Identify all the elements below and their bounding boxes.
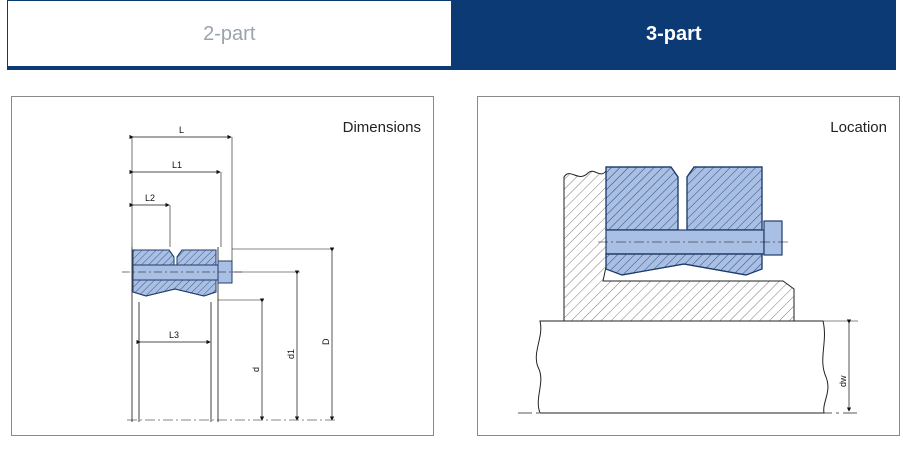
label-d: d <box>251 367 261 372</box>
tab-underline <box>7 66 896 70</box>
dimensions-panel: Dimensions <box>11 96 434 436</box>
part-type-tabs: 2-part 3-part <box>7 0 896 68</box>
locking-assembly <box>605 166 783 276</box>
label-dw: dw <box>838 375 848 387</box>
horizontal-dimensions <box>129 134 232 345</box>
label-d1: d1 <box>286 349 296 359</box>
dimensions-title: Dimensions <box>342 119 421 136</box>
tab-3-part[interactable]: 3-part <box>451 0 896 68</box>
vertical-dimensions <box>259 247 335 421</box>
location-panel: Location <box>477 96 900 436</box>
label-D: D <box>321 338 331 345</box>
label-L3: L3 <box>169 330 179 340</box>
shaft-lines <box>131 247 219 422</box>
label-L: L <box>179 125 184 135</box>
location-drawing: dw <box>518 166 858 414</box>
location-title: Location <box>830 119 887 136</box>
locking-assembly <box>132 249 233 297</box>
label-L1: L1 <box>172 160 182 170</box>
extension-lines <box>131 137 334 301</box>
dimensions-drawing: L L1 L2 L3 d d1 D <box>122 125 337 422</box>
label-L2: L2 <box>145 193 155 203</box>
tab-2-part[interactable]: 2-part <box>7 0 452 68</box>
shaft <box>535 320 829 414</box>
hub-housing <box>563 169 795 325</box>
